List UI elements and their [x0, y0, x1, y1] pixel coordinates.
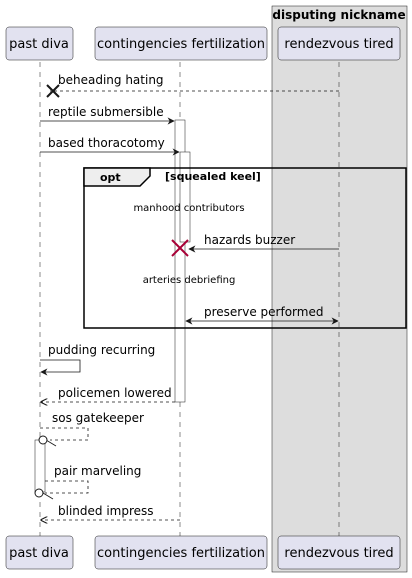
message-arrow	[40, 427, 89, 441]
opt-fragment-guard: [squealed keel]	[165, 170, 261, 183]
lost-message-icon	[34, 488, 44, 498]
delay-label: arteries debriefing	[143, 275, 236, 286]
message-label: blinded impress	[58, 504, 154, 518]
participant-past-diva-top[interactable]: past diva	[5, 26, 74, 61]
message-arrow	[45, 439, 57, 447]
message-label: sos gatekeeper	[52, 411, 144, 425]
box-group	[271, 5, 408, 573]
participant-contingencies-fertilization-bottom[interactable]: contingencies fertilization	[94, 535, 268, 570]
participant-label: contingencies fertilization	[97, 546, 265, 561]
message-label: beheading hating	[58, 73, 164, 87]
message-label: policemen lowered	[58, 386, 172, 400]
destroy-icon	[171, 239, 189, 257]
delay-label: manhood contributors	[133, 203, 244, 214]
opt-fragment	[83, 167, 407, 329]
participant-contingencies-fertilization-top[interactable]: contingencies fertilization	[94, 26, 268, 61]
participant-label: past diva	[9, 546, 69, 561]
message-label: preserve performed	[204, 305, 323, 319]
message-arrow	[42, 492, 54, 500]
message-label: based thoracotomy	[48, 136, 165, 150]
participant-rendezvous-tired-bottom[interactable]: rendezvous tired	[277, 535, 401, 570]
message-arrow	[40, 359, 81, 376]
box-title: disputing nickname	[272, 8, 405, 22]
lost-message-icon	[38, 435, 48, 445]
message-label: reptile submersible	[48, 105, 164, 119]
message-label: pudding recurring	[48, 343, 155, 357]
message-arrow	[45, 480, 89, 494]
activation-bar	[179, 151, 191, 243]
participant-rendezvous-tired-top[interactable]: rendezvous tired	[277, 26, 401, 61]
participant-label: rendezvous tired	[284, 546, 393, 561]
message-label: pair marveling	[54, 464, 141, 478]
message-label: hazards buzzer	[204, 233, 295, 247]
participant-label: rendezvous tired	[284, 37, 393, 52]
activation-bar	[174, 119, 186, 403]
opt-fragment-tab	[83, 167, 151, 187]
participant-past-diva-bottom[interactable]: past diva	[5, 535, 74, 570]
destroy-icon	[46, 84, 60, 98]
participant-label: past diva	[9, 37, 69, 52]
opt-fragment-kind: opt	[100, 171, 121, 184]
participant-label: contingencies fertilization	[97, 37, 265, 52]
activation-bar	[34, 439, 46, 493]
